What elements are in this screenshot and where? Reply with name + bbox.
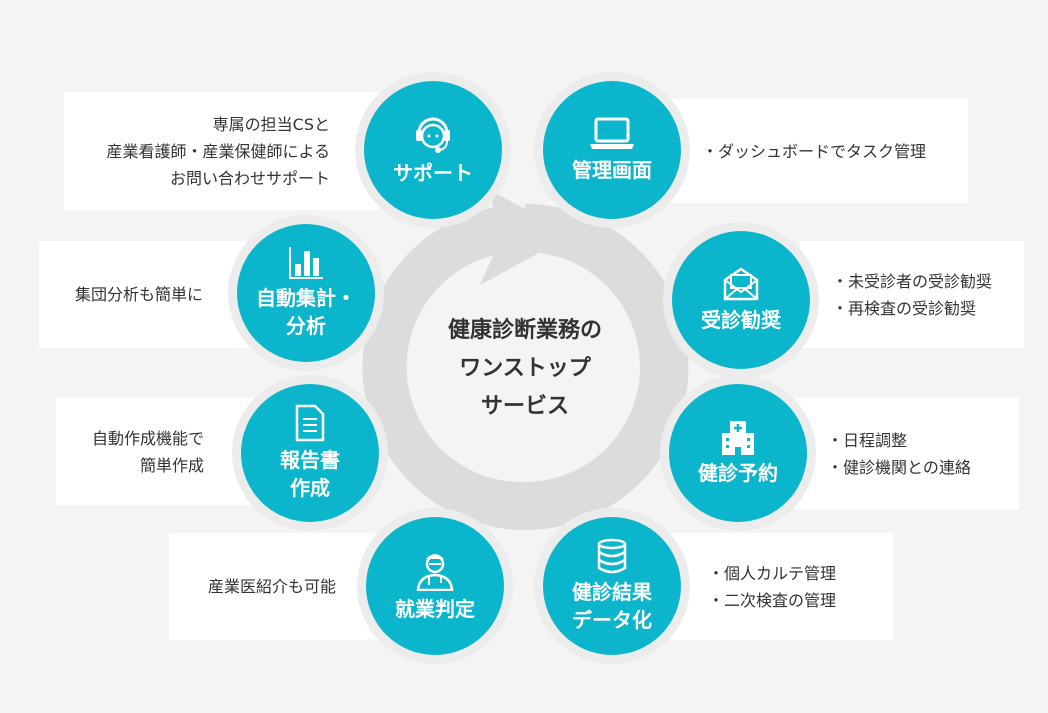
desc-line: ・個人カルテ管理 — [708, 563, 837, 583]
cycle-arrowhead — [480, 190, 572, 285]
center-title-line: ワンストップ — [459, 356, 591, 381]
doctor-icon — [416, 554, 454, 591]
digitize-description: ・個人カルテ管理 ・二次検査の管理 — [670, 533, 893, 640]
desc-line: 自動作成機能で — [91, 428, 204, 448]
admin-description: ・ダッシュボードでタスク管理 — [670, 99, 968, 203]
desc-line: ・健診機関との連絡 — [827, 458, 971, 477]
desc-line: 産業看護師・産業保健師による — [106, 141, 330, 161]
service-judgement: 就業判定 — [366, 517, 504, 655]
booking-description: ・日程調整 ・健診機関との連絡 — [795, 398, 1019, 510]
desc-line: ・ダッシュボードでタスク管理 — [702, 141, 927, 161]
service-title: サポート — [393, 161, 473, 185]
document-icon — [295, 404, 325, 442]
service-title: 健診予約 — [698, 461, 778, 485]
service-title: データ化 — [572, 608, 652, 632]
desc-line: ・二次検査の管理 — [708, 590, 837, 610]
center-title-line: 健康診断業務の — [447, 318, 602, 343]
desc-line: 簡単作成 — [139, 455, 204, 475]
service-support: サポート — [364, 81, 502, 219]
desc-line: ・日程調整 — [827, 431, 908, 450]
service-title: 管理画面 — [572, 158, 652, 182]
service-title: 報告書 — [280, 448, 340, 472]
service-report: 報告書 作成 — [241, 384, 379, 522]
support-description: 専属の担当CSと 産業看護師・産業保健師による お問い合わせサポート — [64, 92, 380, 210]
service-title: 受診勧奨 — [701, 308, 781, 332]
service-title: 就業判定 — [395, 597, 475, 621]
center-title: 健康診断業務の ワンストップ サービス — [410, 312, 640, 426]
service-title: 健診結果 — [572, 580, 652, 604]
bar-chart-icon — [289, 247, 323, 279]
headset-icon — [416, 117, 450, 153]
service-digitize: 健診結果 データ化 — [543, 517, 681, 655]
service-admin: 管理画面 — [543, 81, 681, 219]
hospital-icon — [722, 421, 754, 455]
service-recommend: 受診勧奨 — [672, 231, 810, 369]
envelope-icon — [723, 267, 759, 301]
laptop-icon — [590, 117, 634, 149]
report-description: 自動作成機能で 簡単作成 — [56, 398, 266, 505]
service-title: 分析 — [286, 314, 326, 338]
service-title: 作成 — [290, 476, 330, 500]
desc-line: ・未受診者の受診勧奨 — [832, 271, 993, 291]
desc-line: 産業医紹介も可能 — [207, 577, 336, 596]
judgement-description: 産業医紹介も可能 — [169, 533, 380, 640]
service-booking: 健診予約 — [669, 384, 807, 522]
database-icon — [597, 538, 627, 574]
cycle-ring — [362, 203, 689, 530]
desc-line: 集団分析も簡単に — [74, 285, 203, 304]
desc-line: お問い合わせサポート — [169, 168, 330, 188]
service-analytics: 自動集計・ 分析 — [237, 224, 375, 362]
center-title-line: サービス — [480, 394, 569, 419]
desc-line: 専属の担当CSと — [212, 114, 330, 134]
desc-line: ・再検査の受診勧奨 — [832, 298, 977, 318]
service-title: 自動集計・ — [256, 286, 356, 310]
recommend-description: ・未受診者の受診勧奨 ・再検査の受診勧奨 — [800, 241, 1024, 348]
